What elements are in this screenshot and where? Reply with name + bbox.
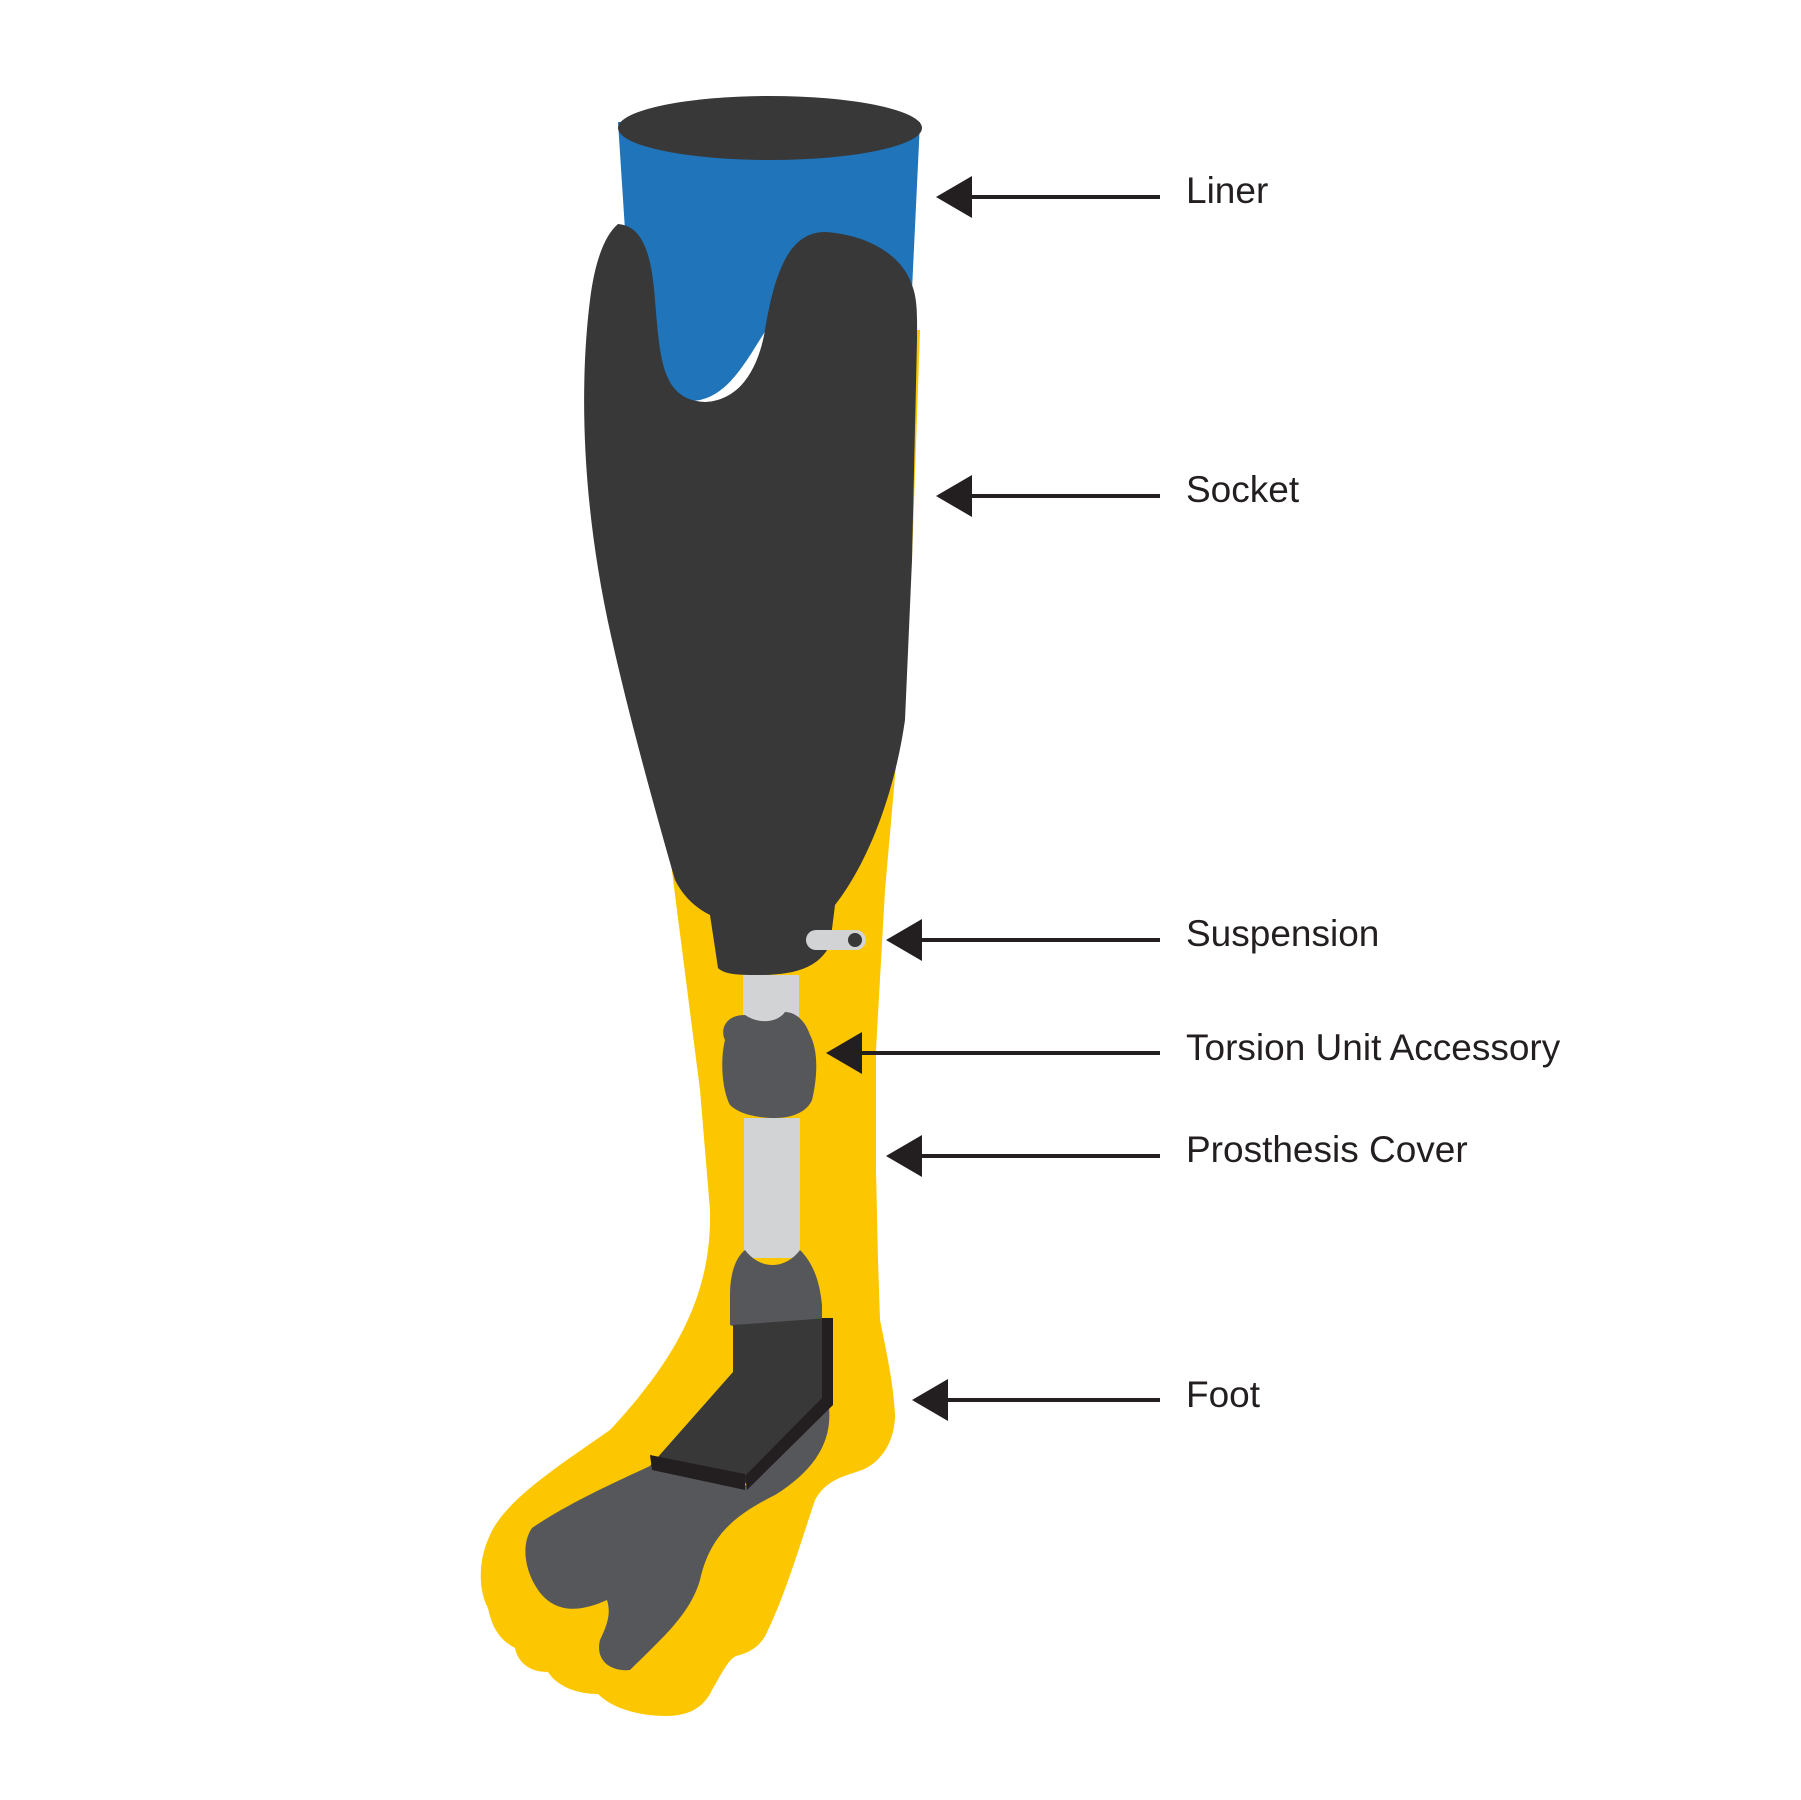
label-liner: Liner bbox=[1186, 170, 1268, 211]
socket-shape bbox=[584, 224, 918, 975]
foot-sole-shape bbox=[525, 1400, 830, 1671]
liner-top-ellipse bbox=[618, 96, 922, 160]
suspension-pin-head bbox=[848, 933, 862, 947]
label-socket: Socket bbox=[1186, 469, 1300, 510]
foot-block-edge bbox=[650, 1455, 745, 1490]
torsion-unit-shape bbox=[722, 1012, 817, 1118]
foot-block-right-edge bbox=[745, 1318, 833, 1490]
label-prosthesis-cover: Prosthesis Cover bbox=[1186, 1129, 1468, 1170]
arrow-suspension bbox=[886, 919, 1160, 961]
lower-adapter-shape bbox=[730, 1250, 822, 1333]
liner-shape bbox=[618, 122, 920, 401]
arrow-cover bbox=[886, 1135, 1160, 1177]
arrow-foot bbox=[912, 1379, 1160, 1421]
arrow-torsion bbox=[826, 1032, 1160, 1074]
label-foot: Foot bbox=[1186, 1374, 1261, 1415]
label-suspension: Suspension bbox=[1186, 913, 1379, 954]
arrow-socket bbox=[936, 475, 1160, 517]
arrow-liner bbox=[936, 176, 1160, 218]
main-pylon bbox=[744, 1118, 800, 1258]
label-torsion-unit-accessory: Torsion Unit Accessory bbox=[1186, 1027, 1561, 1068]
